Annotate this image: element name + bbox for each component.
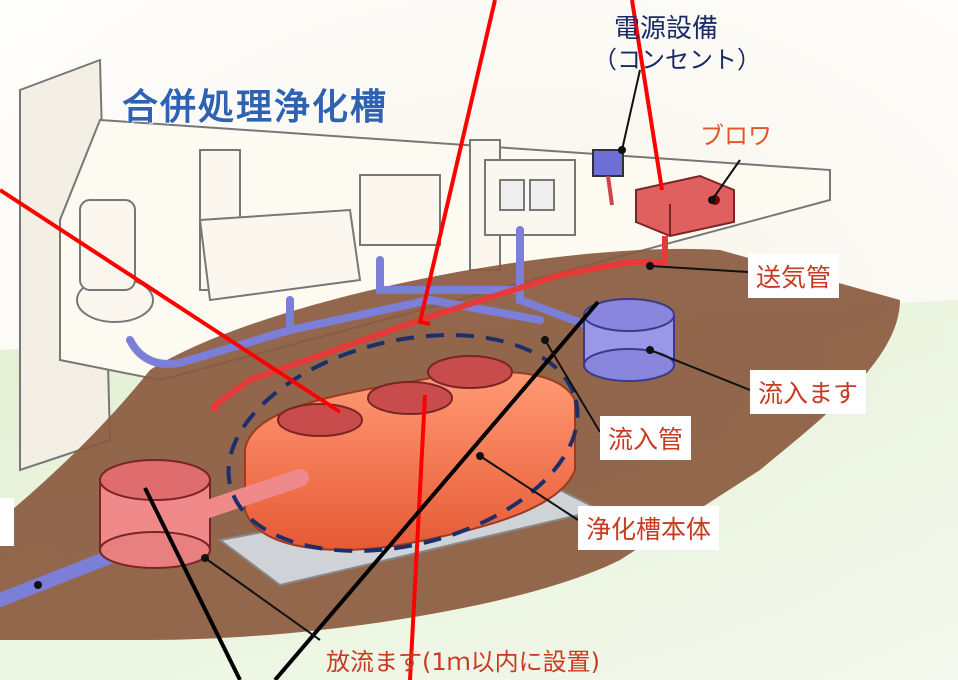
label-tank-body: 浄化槽本体 [578,506,720,550]
power-outlet [592,149,624,177]
label-inlet-pipe: 流入管 [600,416,692,460]
label-inlet-box: 流入ます [750,370,867,414]
kitchen-sink [359,174,441,246]
label-blower: ブロワ [700,122,772,150]
blank-label-box [0,498,14,546]
red-annotation-lines [0,0,664,680]
tank-manhole-2 [367,381,453,415]
tank-manhole-3 [427,355,513,389]
inlet-box [583,298,675,382]
label-leader-lines [204,69,751,641]
diagram-title: 合併処理浄化槽 [122,87,389,128]
label-power-supply: 電源設備 [614,14,719,44]
bathtub [198,208,362,302]
tank-dashed-outline [226,333,580,553]
label-air-pipe: 送気管 [748,254,840,298]
tank-manhole-1 [277,403,363,437]
outlet-box [99,459,211,569]
tank-to-outlet-pipe [196,469,309,519]
septic-tank [244,355,576,551]
leader-dots [34,146,716,589]
black-annotation-lines [143,300,600,680]
label-outlet-box: 放流ます(1ｍ以内に設置) [326,648,600,676]
air-pipe [212,236,668,412]
label-power-supply-sub: （コンセント） [593,46,761,74]
